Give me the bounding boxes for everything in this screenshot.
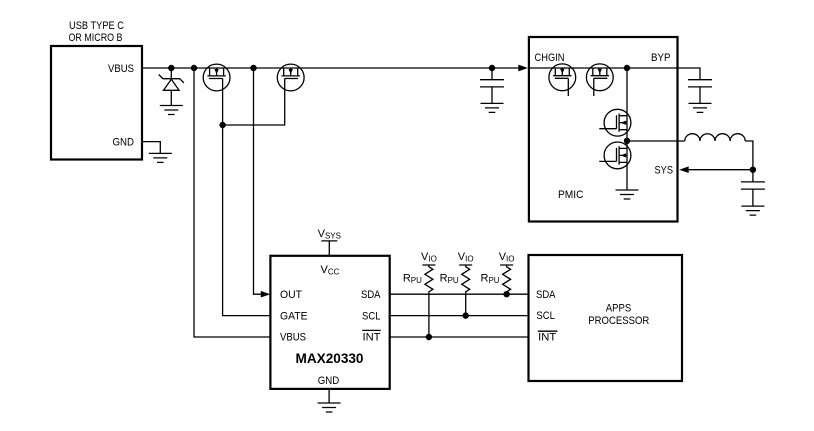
svg-text:BYP: BYP — [651, 52, 671, 64]
svg-text:SDA: SDA — [361, 289, 381, 301]
svg-text:INT: INT — [538, 332, 556, 344]
svg-text:GND: GND — [113, 137, 135, 149]
svg-text:VBUS: VBUS — [280, 331, 306, 343]
svg-text:RPU: RPU — [403, 273, 422, 286]
svg-text:VIO: VIO — [458, 251, 474, 264]
svg-text:VIO: VIO — [499, 251, 515, 264]
svg-text:VBUS: VBUS — [108, 63, 134, 75]
svg-text:RPU: RPU — [440, 273, 459, 286]
svg-text:PMIC: PMIC — [558, 189, 584, 201]
svg-text:MAX20330: MAX20330 — [296, 351, 364, 366]
svg-text:VSYS: VSYS — [318, 228, 341, 241]
svg-text:SCL: SCL — [362, 311, 381, 323]
svg-text:PROCESSOR: PROCESSOR — [588, 315, 649, 327]
svg-text:APPS: APPS — [606, 303, 632, 315]
svg-text:USB TYPE C: USB TYPE C — [69, 20, 124, 32]
svg-text:VIO: VIO — [421, 251, 437, 264]
svg-text:RPU: RPU — [481, 273, 500, 286]
svg-text:GATE: GATE — [280, 311, 308, 323]
svg-text:SYS: SYS — [655, 165, 674, 177]
svg-text:SDA: SDA — [536, 289, 556, 301]
svg-text:CHGIN: CHGIN — [535, 52, 565, 64]
svg-text:OUT: OUT — [280, 289, 302, 301]
svg-text:SCL: SCL — [536, 310, 555, 322]
svg-text:INT: INT — [363, 331, 381, 343]
svg-text:VCC: VCC — [321, 264, 340, 277]
svg-text:OR MICRO B: OR MICRO B — [69, 32, 123, 44]
svg-text:GND: GND — [318, 375, 340, 387]
